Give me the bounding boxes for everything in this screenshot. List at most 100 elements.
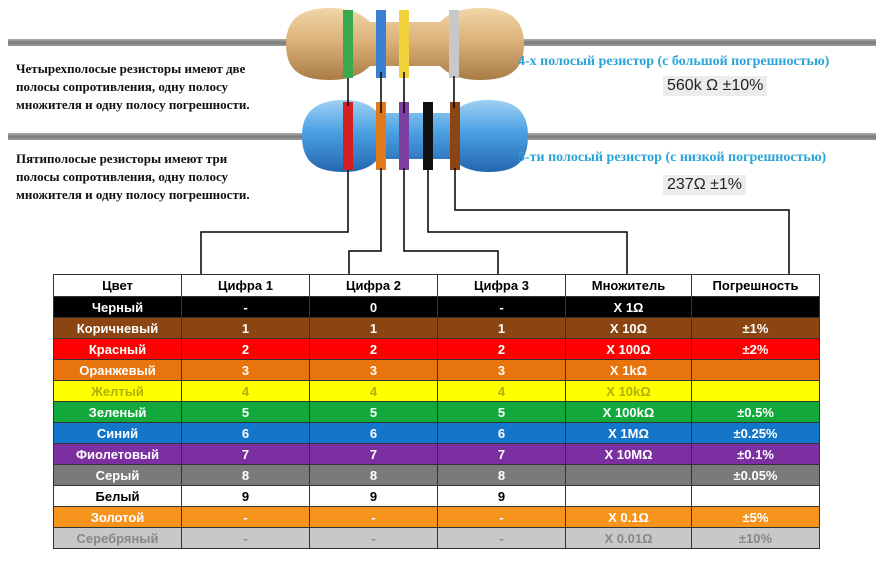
header-color: Цвет: [53, 274, 182, 297]
cell-color-name: Желтый: [53, 380, 182, 402]
color-code-table: Цвет Цифра 1 Цифра 2 Цифра 3 Множитель П…: [53, 274, 820, 549]
four-band-bands: [343, 10, 459, 78]
header-digit-1: Цифра 1: [181, 274, 310, 297]
cell-multiplier: X 100Ω: [565, 338, 692, 360]
cell-digit-1: -: [181, 506, 310, 528]
four-band-value: 560k Ω ±10%: [663, 76, 768, 96]
cell-digit-2: 6: [309, 422, 438, 444]
cell-color-name: Золотой: [53, 506, 182, 528]
cell-digit-3: 2: [437, 338, 566, 360]
table-header-row: Цвет Цифра 1 Цифра 2 Цифра 3 Множитель П…: [53, 274, 820, 297]
four-band-band-1: [343, 10, 353, 78]
cell-digit-2: 3: [309, 359, 438, 381]
cell-digit-1: 3: [181, 359, 310, 381]
table-row: Серебряный---X 0.01Ω±10%: [53, 527, 820, 549]
cell-multiplier: X 0.1Ω: [565, 506, 692, 528]
five-band-caption: 5-ти полосый резистор (с низкой погрешно…: [518, 150, 827, 165]
cell-multiplier: X 100kΩ: [565, 401, 692, 423]
cell-digit-1: 5: [181, 401, 310, 423]
cell-digit-1: 7: [181, 443, 310, 465]
four-band-leaders: [347, 72, 455, 113]
header-digit-3: Цифра 3: [437, 274, 566, 297]
cell-digit-1: -: [181, 527, 310, 549]
cell-color-name: Коричневый: [53, 317, 182, 339]
cell-digit-3: 7: [437, 443, 566, 465]
cell-digit-3: 4: [437, 380, 566, 402]
cell-digit-1: 4: [181, 380, 310, 402]
cell-digit-2: -: [309, 527, 438, 549]
cell-color-name: Оранжевый: [53, 359, 182, 381]
cell-multiplier: X 1kΩ: [565, 359, 692, 381]
five-band-value: 237Ω ±1%: [663, 175, 747, 195]
cell-color-name: Черный: [53, 296, 182, 318]
cell-digit-2: -: [309, 506, 438, 528]
connector-digit-1: [200, 170, 349, 274]
cell-digit-1: -: [181, 296, 310, 318]
cell-digit-3: 3: [437, 359, 566, 381]
connector-tolerance: [454, 168, 790, 274]
cell-digit-3: -: [437, 506, 566, 528]
cell-tolerance: ±0.05%: [691, 464, 820, 486]
cell-digit-3: -: [437, 527, 566, 549]
four-band-caption: 4-х полосый резистор (с большой погрешно…: [518, 54, 830, 69]
cell-tolerance: ±10%: [691, 527, 820, 549]
cell-multiplier: [565, 464, 692, 486]
five-band-band-3: [399, 102, 409, 170]
cell-multiplier: X 10MΩ: [565, 443, 692, 465]
five-band-band-1: [343, 102, 353, 170]
cell-multiplier: X 10kΩ: [565, 380, 692, 402]
header-tolerance: Погрешность: [691, 274, 820, 297]
cell-color-name: Серебряный: [53, 527, 182, 549]
cell-digit-2: 2: [309, 338, 438, 360]
connector-lines: [200, 168, 790, 274]
cell-tolerance: ±0.5%: [691, 401, 820, 423]
cell-tolerance: [691, 296, 820, 318]
cell-digit-2: 5: [309, 401, 438, 423]
cell-multiplier: X 0.01Ω: [565, 527, 692, 549]
cell-multiplier: X 10Ω: [565, 317, 692, 339]
cell-digit-3: 1: [437, 317, 566, 339]
cell-color-name: Синий: [53, 422, 182, 444]
cell-tolerance: ±2%: [691, 338, 820, 360]
cell-digit-1: 2: [181, 338, 310, 360]
cell-digit-3: 9: [437, 485, 566, 507]
four-band-description: Четырехполосые резисторы имеют две полос…: [16, 61, 250, 112]
cell-digit-2: 1: [309, 317, 438, 339]
cell-color-name: Фиолетовый: [53, 443, 182, 465]
table-row: Золотой---X 0.1Ω±5%: [53, 506, 820, 528]
cell-tolerance: ±0.1%: [691, 443, 820, 465]
four-band-band-2: [376, 10, 386, 78]
cell-digit-2: 8: [309, 464, 438, 486]
five-band-resistor-body: [302, 100, 528, 172]
cell-digit-3: 8: [437, 464, 566, 486]
cell-digit-1: 8: [181, 464, 310, 486]
cell-multiplier: X 1Ω: [565, 296, 692, 318]
cell-digit-2: 9: [309, 485, 438, 507]
cell-color-name: Зеленый: [53, 401, 182, 423]
cell-digit-2: 7: [309, 443, 438, 465]
cell-tolerance: ±5%: [691, 506, 820, 528]
header-digit-2: Цифра 2: [309, 274, 438, 297]
cell-digit-3: 6: [437, 422, 566, 444]
cell-tolerance: ±0.25%: [691, 422, 820, 444]
connector-digit-2: [348, 168, 382, 274]
five-band-band-5: [450, 102, 460, 170]
cell-digit-1: 9: [181, 485, 310, 507]
five-band-band-2: [376, 102, 386, 170]
cell-color-name: Серый: [53, 464, 182, 486]
cell-digit-3: -: [437, 296, 566, 318]
cell-color-name: Белый: [53, 485, 182, 507]
five-band-description: Пятиполосые резисторы имеют три полосы с…: [16, 151, 250, 202]
five-band-band-4: [423, 102, 433, 170]
cell-digit-1: 6: [181, 422, 310, 444]
header-multiplier: Множитель: [565, 274, 692, 297]
connector-digit-3: [403, 168, 499, 274]
